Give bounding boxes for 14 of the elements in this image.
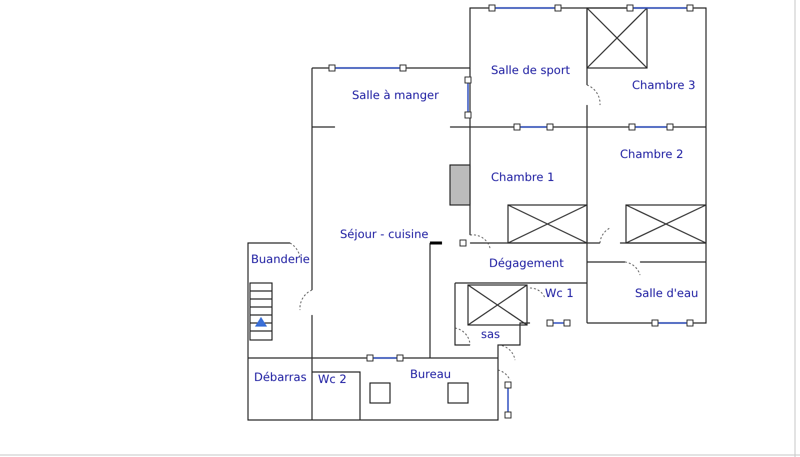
room-label: Séjour - cuisine <box>340 227 428 241</box>
room-label: Dégagement <box>489 256 564 270</box>
room-label: Wc 1 <box>545 286 574 300</box>
room-label: Buanderie <box>251 252 310 266</box>
room-label: Salle à manger <box>352 88 439 102</box>
room-label: Chambre 3 <box>632 78 696 92</box>
room-label: Salle d'eau <box>635 286 698 300</box>
room-label: Chambre 1 <box>491 170 554 184</box>
room-label: Chambre 2 <box>620 147 684 161</box>
room-label: Salle de sport <box>491 63 570 77</box>
room-label: Débarras <box>254 370 307 384</box>
room-label: Bureau <box>410 367 452 381</box>
room-label: sas <box>481 327 500 341</box>
room-label: Wc 2 <box>318 372 347 386</box>
